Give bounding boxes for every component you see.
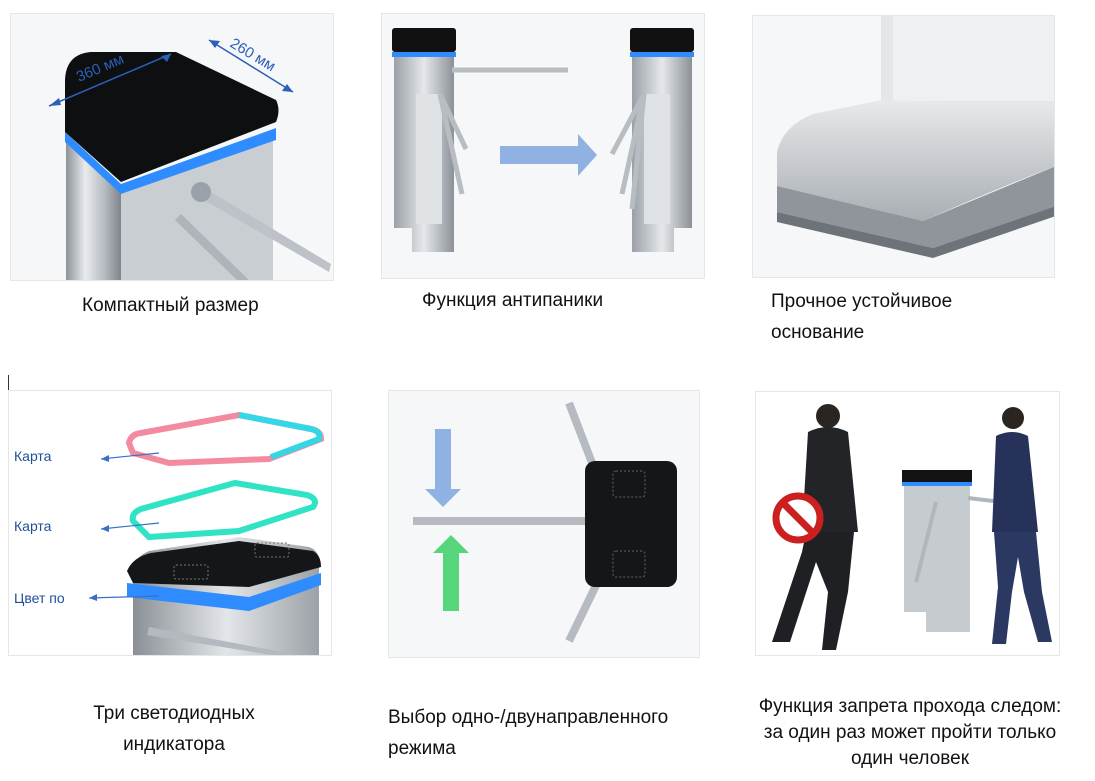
caption-direction-mode: Выбор одно-/двунаправленного режима [388, 707, 669, 759]
caption-compact-size: Компактный размер [82, 295, 259, 316]
led-label-card-1: Карта [14, 448, 52, 464]
panel-anti-panic-image [381, 13, 705, 279]
panel-three-leds-image [8, 390, 332, 656]
panel-compact-size-image: 360 мм 260 мм [10, 13, 334, 281]
caption-anti-tailgating: Функция запрета прохода следом: за один … [758, 696, 1062, 769]
panel-anti-tailgating-image [755, 391, 1060, 656]
caption-three-leds: Три светодиодных индикатора [93, 703, 255, 755]
led-label-card-2: Карта [14, 518, 52, 534]
led-label-color: Цвет по [14, 590, 65, 606]
caption-sturdy-base: Прочное устойчивое основание [771, 291, 953, 343]
panel-sturdy-base-image [752, 15, 1055, 278]
panel-direction-mode-image [388, 390, 700, 658]
caption-anti-panic: Функция антипаники [422, 290, 604, 311]
text-cursor [8, 375, 9, 399]
